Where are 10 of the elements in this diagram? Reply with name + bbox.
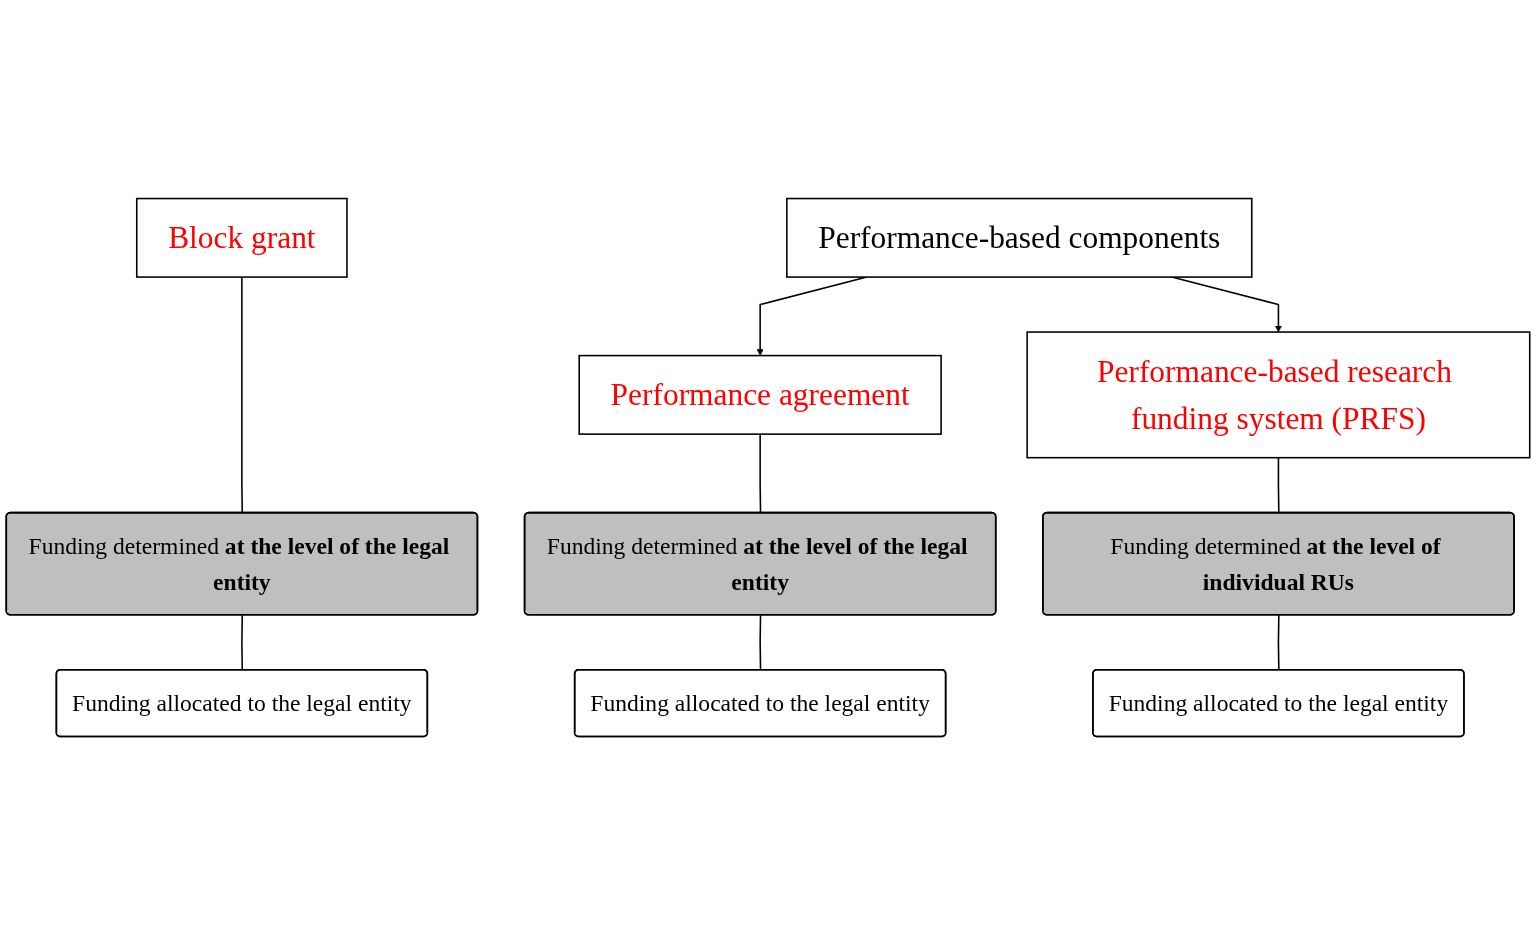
node-box: Performance-based research funding system (PRFS) bbox=[1026, 331, 1531, 459]
connector bbox=[241, 614, 244, 671]
node-box: Performance-based components bbox=[786, 197, 1253, 278]
connector bbox=[1277, 614, 1280, 671]
connector bbox=[759, 614, 762, 671]
node-box: Block grant bbox=[135, 197, 348, 278]
connector bbox=[1277, 456, 1280, 514]
node-box: Performance agreement bbox=[578, 354, 942, 435]
connector bbox=[759, 433, 762, 514]
connector bbox=[241, 276, 244, 514]
